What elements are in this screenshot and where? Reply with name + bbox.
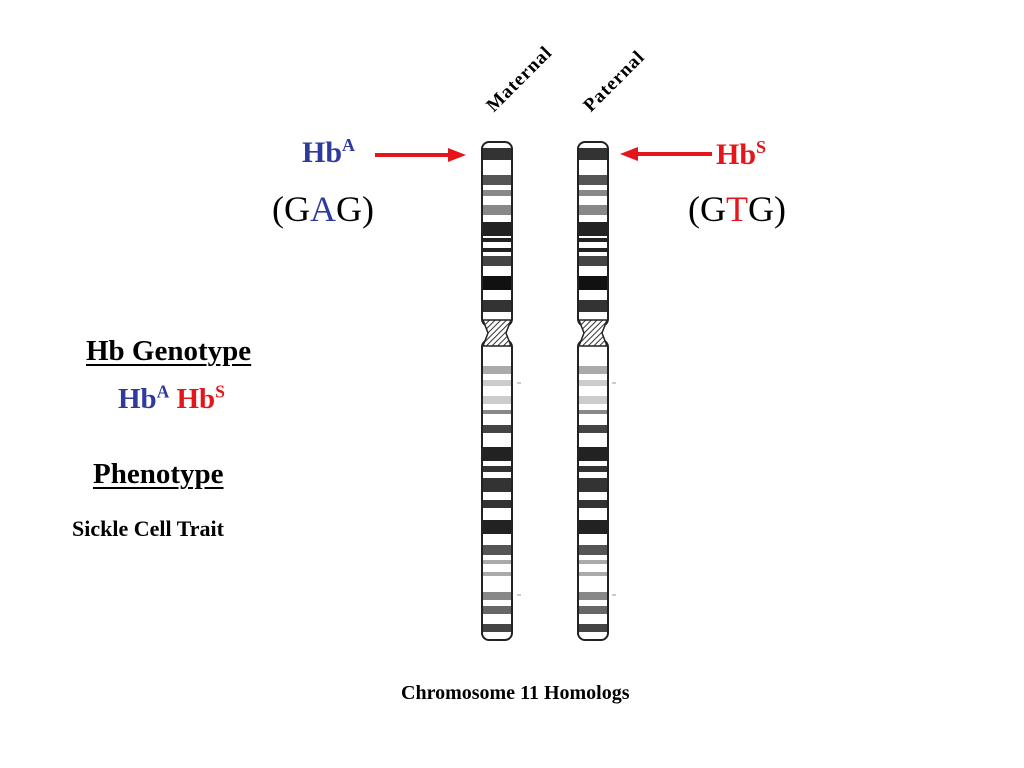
chromosome-band [579, 572, 607, 576]
chromosome-band [483, 396, 511, 404]
chromosome-caption: Chromosome 11 Homologs [401, 682, 630, 704]
centromere [481, 319, 513, 347]
chromosome-band [579, 624, 607, 632]
chromosome-band [579, 606, 607, 614]
chromosome-band [483, 248, 511, 252]
chromosome-band [579, 276, 607, 290]
chromosome-band [579, 592, 607, 600]
chromosome-band [483, 175, 511, 185]
chromosome-paternal [577, 141, 609, 641]
chromosome-band [579, 248, 607, 252]
chromosome-band [579, 300, 607, 312]
chromosome-band [483, 300, 511, 312]
arrow-to-paternal [620, 147, 712, 161]
chromosome-band [483, 425, 511, 433]
genotype-value: HbA HbS [118, 383, 225, 416]
chromosome-band [579, 466, 607, 472]
chromosome-band [579, 425, 607, 433]
chromosome-band [483, 148, 511, 160]
chromosome-band [579, 410, 607, 414]
chromosome-band [483, 572, 511, 576]
codon-gtg: (GTG) [688, 189, 786, 229]
chromosome-band [483, 256, 511, 266]
chromosome-maternal [481, 141, 513, 641]
chromosome-band [579, 520, 607, 534]
chromosome-band [579, 447, 607, 461]
chromosome-band [579, 478, 607, 492]
chromosome-band [483, 624, 511, 632]
chromosome-band [483, 606, 511, 614]
genotype-heading: Hb Genotype [86, 335, 252, 367]
chromosome-band [483, 592, 511, 600]
allele-hba-label: HbA [302, 135, 356, 169]
chromosome-band [579, 222, 607, 236]
phenotype-heading: Phenotype [93, 458, 224, 490]
chromosome-band [483, 222, 511, 236]
chromosome-band [579, 238, 607, 242]
chromosome-band [579, 560, 607, 564]
chromosome-band [483, 410, 511, 414]
chromosome-band [483, 520, 511, 534]
chromosome-band [483, 560, 511, 564]
genotype-hba: HbA [118, 381, 170, 415]
chromosome-band [579, 545, 607, 555]
genotype-hbs: HbS [176, 381, 225, 415]
chromosome-band [579, 396, 607, 404]
chromosome-band [579, 148, 607, 160]
chromosome-band [483, 545, 511, 555]
chromosome-band [579, 256, 607, 266]
chromosome-band [483, 366, 511, 374]
centromere [577, 319, 609, 347]
chromosome-band [579, 190, 607, 196]
chromosome-band [579, 380, 607, 386]
chromosome-band [483, 238, 511, 242]
chromosome-band [579, 366, 607, 374]
chromosome-band [483, 190, 511, 196]
chromosome-band [483, 205, 511, 215]
tick-marks [517, 382, 616, 596]
allele-hbs-label: HbS [716, 137, 767, 171]
chromosome-band [483, 447, 511, 461]
chromosome-band [483, 500, 511, 508]
chromosome-band [579, 175, 607, 185]
phenotype-value: Sickle Cell Trait [72, 516, 224, 541]
chromosome-band [483, 380, 511, 386]
chromosome-band [483, 478, 511, 492]
arrow-to-maternal [375, 148, 466, 162]
chromosome-band [579, 500, 607, 508]
chromosome-band [483, 466, 511, 472]
chromosome-band [483, 276, 511, 290]
chromosome-band [579, 205, 607, 215]
codon-gag: (GAG) [272, 189, 374, 229]
